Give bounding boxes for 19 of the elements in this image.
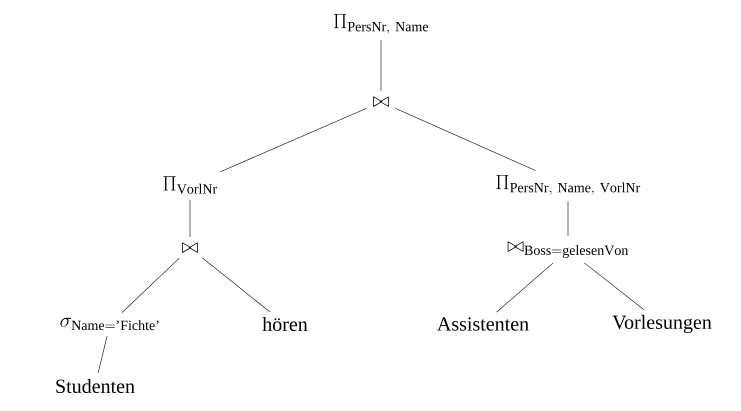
tree-edge — [496, 262, 554, 312]
relation-label: hören — [262, 316, 308, 332]
tree-edge — [380, 40, 382, 92]
operator-label: $\Pi_{\mathrm{VorlNr}}$ — [163, 176, 218, 194]
relation-label: Vorlesungen — [612, 314, 712, 334]
relation-label: Studenten — [56, 378, 135, 394]
operator-label: $\bowtie$ — [182, 242, 198, 253]
tree-edge — [202, 258, 270, 312]
tree-edge — [220, 108, 367, 172]
tree-edge — [122, 258, 180, 313]
operator-label: $\sigma_{\mathrm{Name}=\text{'Fichte'}}$ — [60, 318, 159, 330]
operator-label: $\Pi_{\mathrm{PersNr,\ Name}}$ — [334, 14, 428, 34]
tree-edge — [98, 336, 108, 374]
operator-label: $\Pi_{\mathrm{PersNr,\ Name,\ VorlNr}}$ — [496, 175, 640, 195]
tree-edge — [395, 108, 536, 171]
tree-edge — [584, 262, 644, 310]
operator-label: $\bowtie$ — [373, 96, 389, 107]
relation-label: Assistenten — [437, 317, 529, 331]
operator-label: $\bowtie_{\mathrm{Boss=gelesenVon}}$ — [508, 241, 628, 258]
